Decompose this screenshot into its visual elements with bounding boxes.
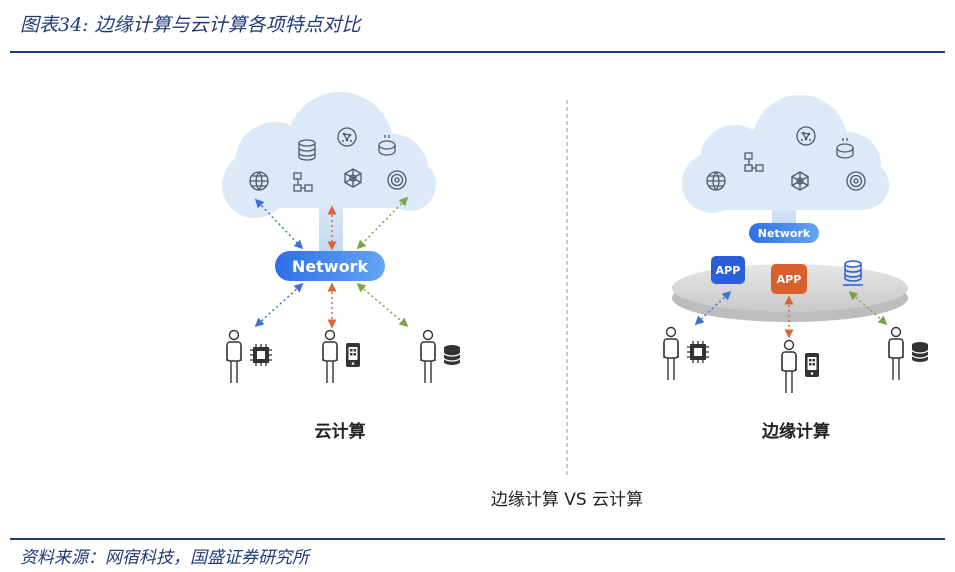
chip-icon: [686, 340, 710, 364]
edge-network-label: Network: [758, 227, 811, 240]
edge-cloud-shape: [682, 95, 889, 230]
arrow-cloud-network-blue: [254, 198, 304, 250]
phone-icon: [346, 343, 360, 367]
cloud-computing-panel: Network 云计算: [222, 92, 461, 442]
edge-computing-label: 边缘计算: [761, 421, 830, 442]
arrow-cloud-network-green: [356, 196, 409, 250]
app-badge-blue: [711, 256, 745, 284]
person-icon: [322, 329, 338, 384]
arrow-network-device-blue: [254, 282, 304, 328]
network-label: Network: [292, 257, 369, 276]
title-rule: [10, 51, 945, 53]
storage-icon: [911, 341, 929, 363]
arrow-edge-device-blue: [694, 290, 732, 326]
edge-network-pill: [749, 223, 819, 243]
person-icon: [226, 329, 242, 384]
storage-icon: [443, 344, 461, 366]
person-icon: [781, 339, 797, 394]
comparison-caption: 边缘计算 VS 云计算: [491, 490, 643, 510]
person-icon: [420, 329, 436, 384]
app-badge-orange: [771, 264, 807, 294]
arrow-edge-device-green: [848, 291, 888, 325]
app-label-blue: APP: [716, 264, 741, 277]
app-label-orange: APP: [777, 273, 802, 286]
arrow-network-device-green: [356, 283, 409, 327]
person-icon: [888, 326, 904, 381]
person-icon: [663, 326, 679, 381]
phone-icon: [805, 353, 819, 377]
edge-computing-panel: Network APP APP 边缘计算: [663, 95, 929, 442]
edge-database-icon: [843, 260, 863, 286]
source-rule: [10, 538, 945, 540]
figure-title: 图表34: 边缘计算与云计算各项特点对比: [20, 14, 361, 36]
chip-icon: [249, 343, 273, 367]
source-note: 资料来源：网宿科技，国盛证券研究所: [20, 548, 309, 568]
network-pill: [275, 251, 385, 281]
cloud-computing-label: 云计算: [315, 421, 366, 442]
